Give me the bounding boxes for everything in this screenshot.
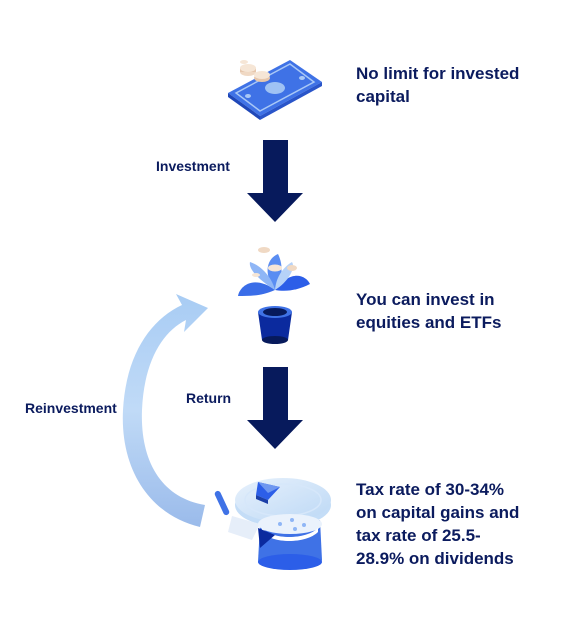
step-2-line-1: You can invest in (356, 290, 495, 309)
step-3-line-4: 28.9% on dividends (356, 549, 514, 568)
step-3-text: Tax rate of 30-34% on capital gains and … (356, 478, 519, 570)
banknote-icon (228, 60, 322, 120)
step-1-line-1: No limit for invested (356, 64, 520, 83)
step-2-text: You can invest in equities and ETFs (356, 288, 501, 334)
reinvestment-arrow (122, 294, 208, 527)
return-label: Return (186, 390, 232, 406)
step-3-line-1: Tax rate of 30-34% (356, 480, 505, 499)
return-arrow (247, 367, 303, 449)
step-1-line-2: capital (356, 87, 410, 106)
step-1-text: No limit for invested capital (356, 62, 519, 108)
investment-arrow (247, 140, 303, 222)
step-2-line-2: equities and ETFs (356, 313, 502, 332)
plant-pot-icon (238, 247, 310, 344)
cake-icon (214, 478, 331, 570)
step-3-line-2: on capital gains and (356, 503, 520, 522)
step-3-line-3: tax rate of 25.5- (356, 526, 481, 545)
reinvestment-label: Reinvestment (25, 400, 117, 416)
investment-label: Investment (156, 158, 230, 174)
